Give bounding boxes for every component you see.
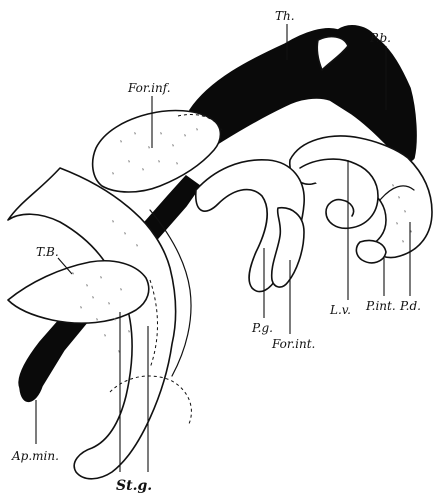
thorax-black [188,26,416,161]
left-wing [8,261,149,323]
label-lv: L.v. [329,303,351,317]
label-for-inf: For.inf. [127,81,171,95]
label-pg: P.g. [251,321,273,335]
label-st-g: St.g. [116,478,152,494]
label-for-int: For.int. [271,337,315,351]
label-pint: P.int. [365,299,396,313]
central-hook [300,159,378,228]
label-ap-min: Ap.min. [11,449,59,463]
label-pd: P.d. [399,299,421,313]
upper-lobe [93,111,221,192]
small-process [356,240,386,262]
label-tb: T.B. [36,245,59,259]
label-th: Th. [275,9,295,23]
label-pb: P.b. [369,31,391,45]
